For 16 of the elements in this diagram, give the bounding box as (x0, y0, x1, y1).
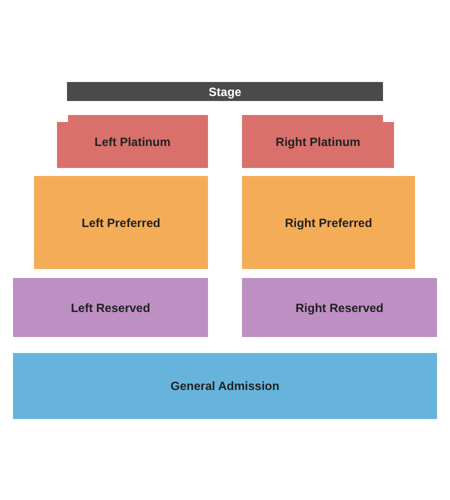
section-label: Left Preferred (82, 216, 160, 230)
seating-section (13, 353, 437, 419)
stage-bar (67, 82, 383, 101)
seating-section (13, 278, 208, 337)
section-label: General Admission (170, 379, 280, 393)
section-label: Left Platinum (94, 134, 170, 148)
seating-section (242, 176, 415, 269)
section-label: Right Platinum (276, 134, 360, 148)
seating-section (57, 115, 208, 168)
section-label: Right Reserved (295, 300, 384, 314)
section-label: Left Reserved (70, 300, 150, 314)
seating-section (242, 115, 394, 168)
section-label: Right Preferred (284, 216, 372, 230)
section-label: Stage (208, 84, 242, 98)
seating-section (242, 278, 437, 337)
seating-section (34, 176, 208, 269)
